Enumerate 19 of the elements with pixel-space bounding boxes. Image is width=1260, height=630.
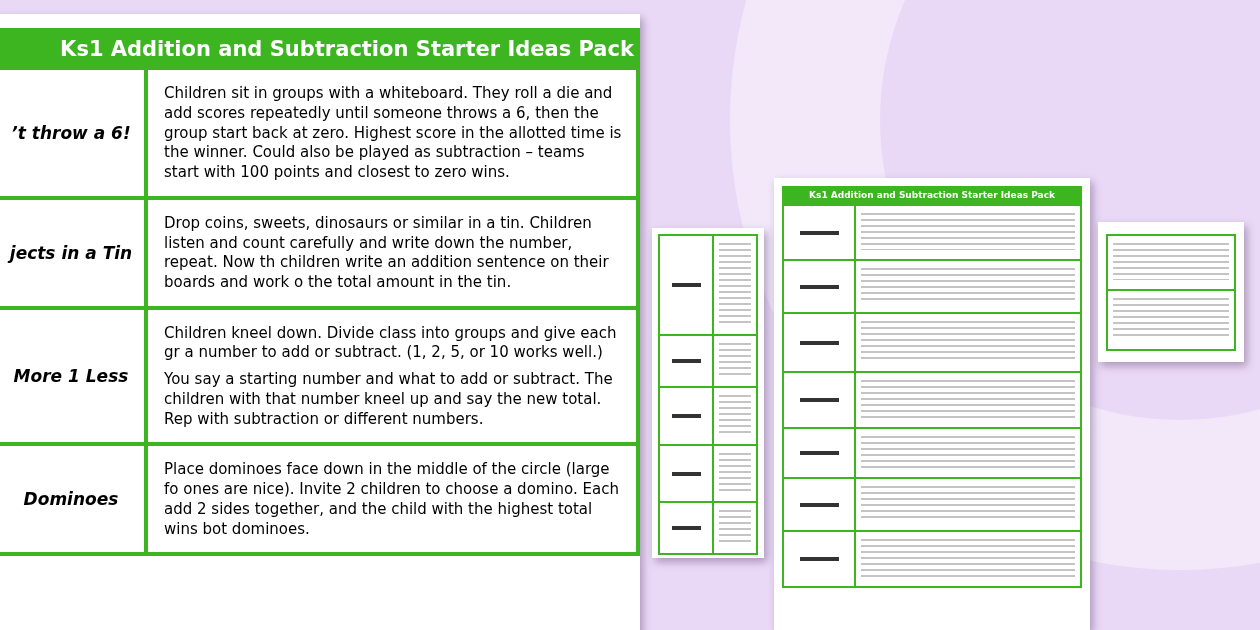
worksheet-thumbnail-drawing bbox=[1098, 222, 1244, 362]
activity-name: Dominoes bbox=[23, 489, 119, 510]
activity-description: Drop coins, sweets, dinosaurs or similar in a tin. Children listen and count carefully and write down the number, repeat. Now th children write an addition sentence on their boards and work o the total amount in the tin. bbox=[164, 213, 610, 293]
worksheet-thumbnail-drawing bbox=[652, 228, 764, 558]
activity-name: ’t throw a 6! bbox=[11, 122, 131, 143]
table-row bbox=[0, 70, 640, 200]
table-row bbox=[0, 309, 640, 447]
table-row bbox=[0, 199, 640, 310]
table-title: Ks1 Addition and Subtraction Starter Ideas Pack bbox=[0, 28, 640, 70]
worksheet-page bbox=[0, 14, 640, 630]
activity-name: More 1 Less bbox=[13, 365, 129, 386]
activity-description: Children sit in groups with a whiteboard. They roll a die and add scores repeatedly until someone throws a 6, then the group start back at zero. Highest score in the allotted time is the winner. Could also be played as subtraction – teams start with 100 points and closest to zero wins. bbox=[164, 84, 623, 183]
activity-name: jects in a Tin bbox=[9, 242, 133, 263]
activity-description: Children kneel down. Divide class into groups and give each gr a number to add or subtract. (1, 2, 5, or 10 works well.) bbox=[164, 323, 618, 364]
worksheet-page bbox=[774, 178, 1090, 630]
table-title: Ks1 Addition and Subtraction Starter Ideas Pack bbox=[782, 186, 1082, 204]
table-row bbox=[0, 446, 640, 557]
activity-description: Place dominoes face down in the middle of the circle (large fo ones are nice). Invite 2 children to choose a domino. Each add 2 sides together, and the child with the highest total wins bot dominoes. bbox=[164, 460, 620, 540]
activity-description: You say a starting number and what to add or subtract. The children with that number kneel up and say the new total. Rep with subtraction or different numbers. bbox=[164, 370, 614, 430]
